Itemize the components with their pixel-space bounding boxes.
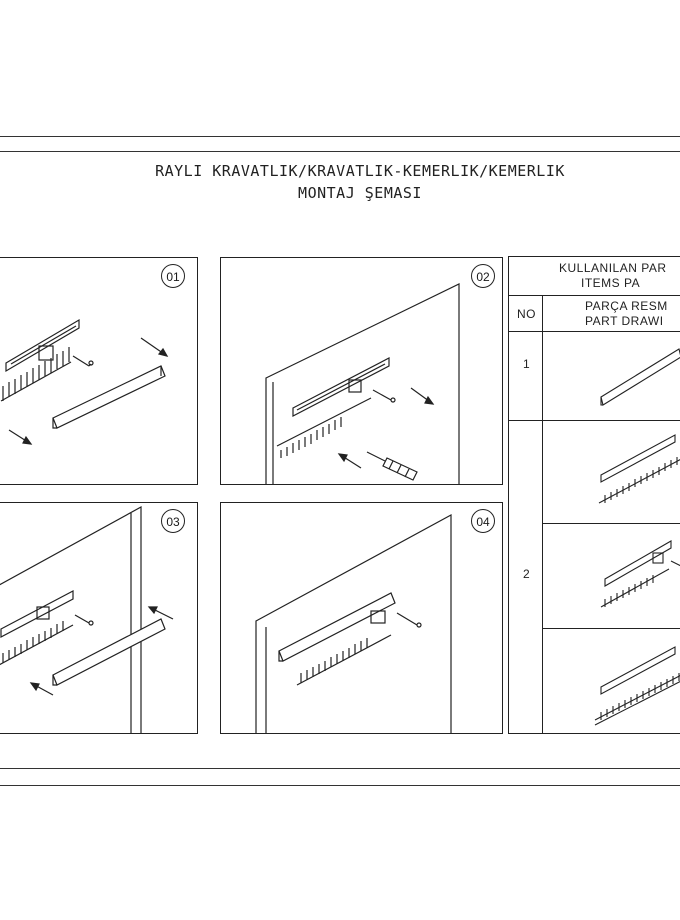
table-column-divider — [542, 295, 543, 733]
table-subdivider — [542, 628, 680, 629]
step-number-03: 03 — [161, 509, 185, 533]
sheet-subtitle: MONTAJ ŞEMASI — [298, 184, 422, 202]
step-panel-02: 02 — [220, 257, 503, 485]
part-row-2-no: 2 — [523, 567, 531, 581]
bottom-border-line — [0, 768, 680, 769]
step-panel-01: 01 — [0, 257, 198, 485]
step-panel-03: 03 — [0, 502, 198, 734]
table-divider — [509, 420, 680, 421]
top-border-line — [0, 136, 680, 137]
table-divider — [509, 331, 680, 332]
parts-table-header-tr: KULLANILAN PAR — [559, 261, 667, 275]
column-no-header: NO — [517, 307, 536, 321]
step-04-illustration — [255, 513, 452, 733]
parts-table-header-en: ITEMS PA — [581, 276, 641, 290]
step-03-illustration — [0, 505, 174, 733]
top-border-line-inner — [0, 151, 680, 152]
step-panel-04: 04 — [220, 502, 503, 734]
step-number-04: 04 — [471, 509, 495, 533]
step-01-illustration — [0, 318, 169, 445]
parts-table: KULLANILAN PAR ITEMS PA NO PARÇA RESM PA… — [508, 256, 680, 734]
sheet-title: RAYLI KRAVATLIK/KRAVATLIK-KEMERLIK/KEMER… — [155, 162, 565, 180]
table-divider — [509, 295, 680, 296]
table-subdivider — [542, 523, 680, 524]
column-drawing-header-en: PART DRAWI — [585, 314, 664, 328]
step-number-02: 02 — [471, 264, 495, 288]
part-row-1-no: 1 — [523, 357, 531, 371]
step-number-01: 01 — [161, 264, 185, 288]
parts-drawings — [594, 348, 680, 726]
column-drawing-header-tr: PARÇA RESM — [585, 299, 668, 313]
bottom-border-line-inner — [0, 785, 680, 786]
step-02-illustration — [265, 283, 460, 484]
